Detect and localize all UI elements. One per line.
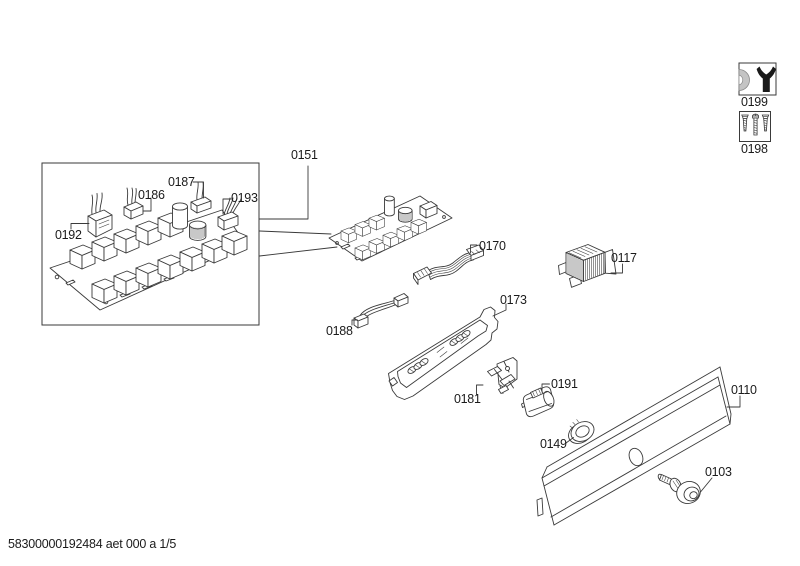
part-label-0149: 0149 [540, 437, 567, 451]
part-label-0117: 0117 [611, 251, 637, 265]
capacitor [172, 202, 188, 230]
pointer-0173 [492, 303, 507, 317]
cable-connector-right [393, 293, 409, 308]
part-label-0193: 0193 [231, 191, 258, 205]
coil [189, 220, 207, 241]
pointer-0193 [222, 198, 232, 215]
pointer-0192 [70, 223, 90, 230]
pointer-0191 [541, 383, 550, 393]
wrench-icon [756, 66, 776, 92]
pointer-0187 [192, 181, 204, 199]
pointer-0151 [259, 165, 309, 220]
part-label-0187: 0187 [168, 175, 195, 189]
part-label-0110: 0110 [731, 383, 757, 397]
control-panel-0110 [536, 366, 732, 526]
part-label-0151: 0151 [291, 148, 318, 162]
connector-0193 [217, 197, 242, 231]
connector-0187 [190, 181, 212, 214]
pointer-0181 [476, 384, 484, 396]
coil [398, 206, 413, 223]
part-label-0170: 0170 [479, 239, 506, 253]
document-number: 58300000192484 aet 000 a 1/5 [8, 537, 177, 551]
pointer-0188 [351, 319, 358, 326]
power-pcb-0151 [328, 195, 453, 262]
screw-icon [752, 113, 759, 136]
part-label-0103: 0103 [705, 465, 732, 479]
detail-fan-line-top [259, 230, 332, 235]
pointer-0149 [565, 437, 574, 444]
connector-0192 [87, 192, 113, 238]
relay [69, 244, 96, 270]
pointer-0170 [470, 244, 478, 254]
detail-fan-line-bottom [259, 246, 338, 257]
ribbon-cable-0170 [413, 244, 484, 285]
pointer-0117 [610, 263, 623, 274]
screws-icon-box [739, 111, 771, 142]
legend-label-0198: 0198 [741, 142, 768, 156]
ring-0149 [568, 419, 595, 444]
connector-0186 [123, 187, 144, 220]
support-bracket-0173 [388, 306, 499, 400]
part-label-0188: 0188 [326, 324, 353, 338]
service-tools-icon-box [738, 62, 777, 96]
pointer-lines [70, 165, 741, 493]
pointer-0110 [726, 395, 741, 408]
connector [419, 201, 438, 219]
panel-tab [536, 497, 544, 517]
cable-0188 [353, 293, 409, 329]
knob-shaft-hole [628, 447, 644, 467]
part-label-0173: 0173 [500, 293, 527, 307]
pointer-0103 [700, 477, 713, 493]
part-label-0192: 0192 [55, 228, 82, 242]
contact-springs [407, 330, 471, 374]
pcb-detail-box [41, 162, 260, 326]
part-label-0191: 0191 [551, 377, 578, 391]
part-label-0181: 0181 [454, 392, 481, 406]
legend-label-0199: 0199 [741, 95, 768, 109]
pointer-0186 [142, 197, 152, 212]
ribbon-connector-left [413, 266, 432, 285]
switch-0181 [487, 357, 518, 394]
power-pcb-detail [49, 181, 248, 311]
part-label-0186: 0186 [138, 188, 165, 202]
capacitor [384, 195, 395, 217]
knob-0103 [657, 473, 701, 504]
heatsink-0117 [558, 244, 617, 288]
encoder-0191 [521, 386, 555, 418]
cable-connector-left [353, 313, 369, 329]
disc-icon [738, 69, 750, 91]
